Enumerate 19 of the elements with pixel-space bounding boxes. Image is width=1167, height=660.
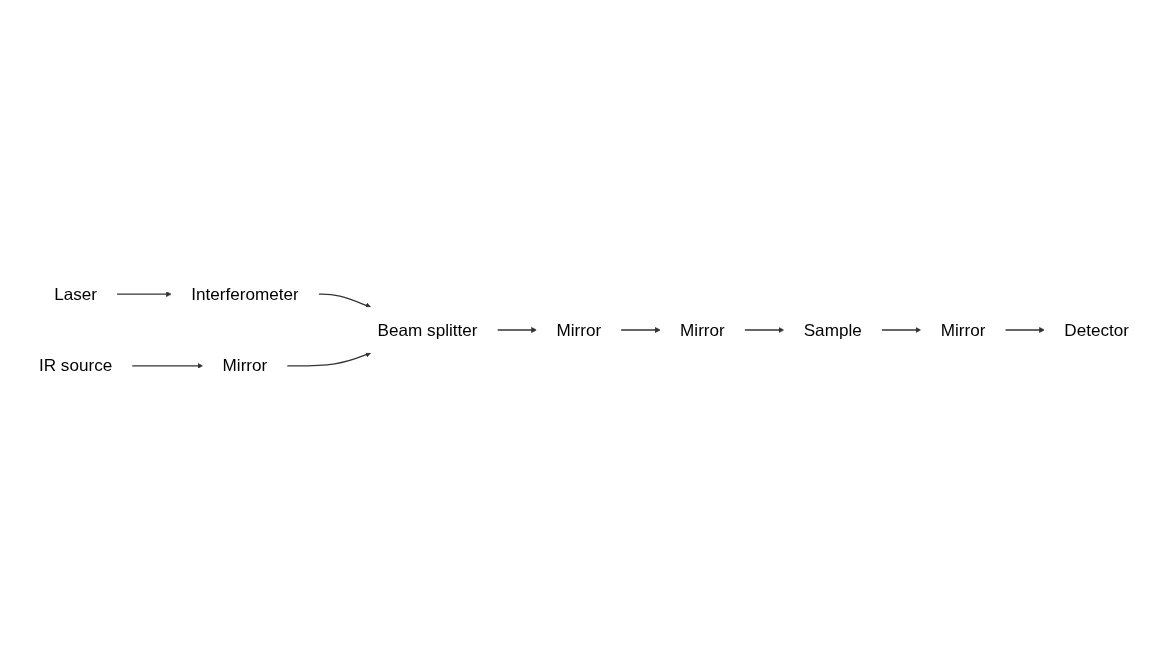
node-text: Sample (803, 319, 862, 340)
arrow (115, 291, 172, 298)
arrow (619, 327, 661, 333)
node-text: IR source (38, 355, 112, 376)
node-text: Mirror (679, 319, 725, 340)
arrow (317, 293, 371, 309)
arrow (880, 327, 921, 333)
node-text: Mirror (222, 355, 267, 376)
node-text: Mirror (555, 319, 601, 340)
arrow (1003, 327, 1045, 333)
arrow (285, 351, 371, 367)
node-text: Laser (53, 283, 97, 304)
node-text: Detector (1063, 319, 1129, 340)
node-text: Mirror (940, 319, 985, 340)
node-text: Interferometer (190, 283, 299, 304)
arrow (496, 327, 537, 333)
arrow (743, 327, 784, 333)
node-text: Beam splitter (377, 319, 477, 340)
arrow (130, 362, 203, 369)
